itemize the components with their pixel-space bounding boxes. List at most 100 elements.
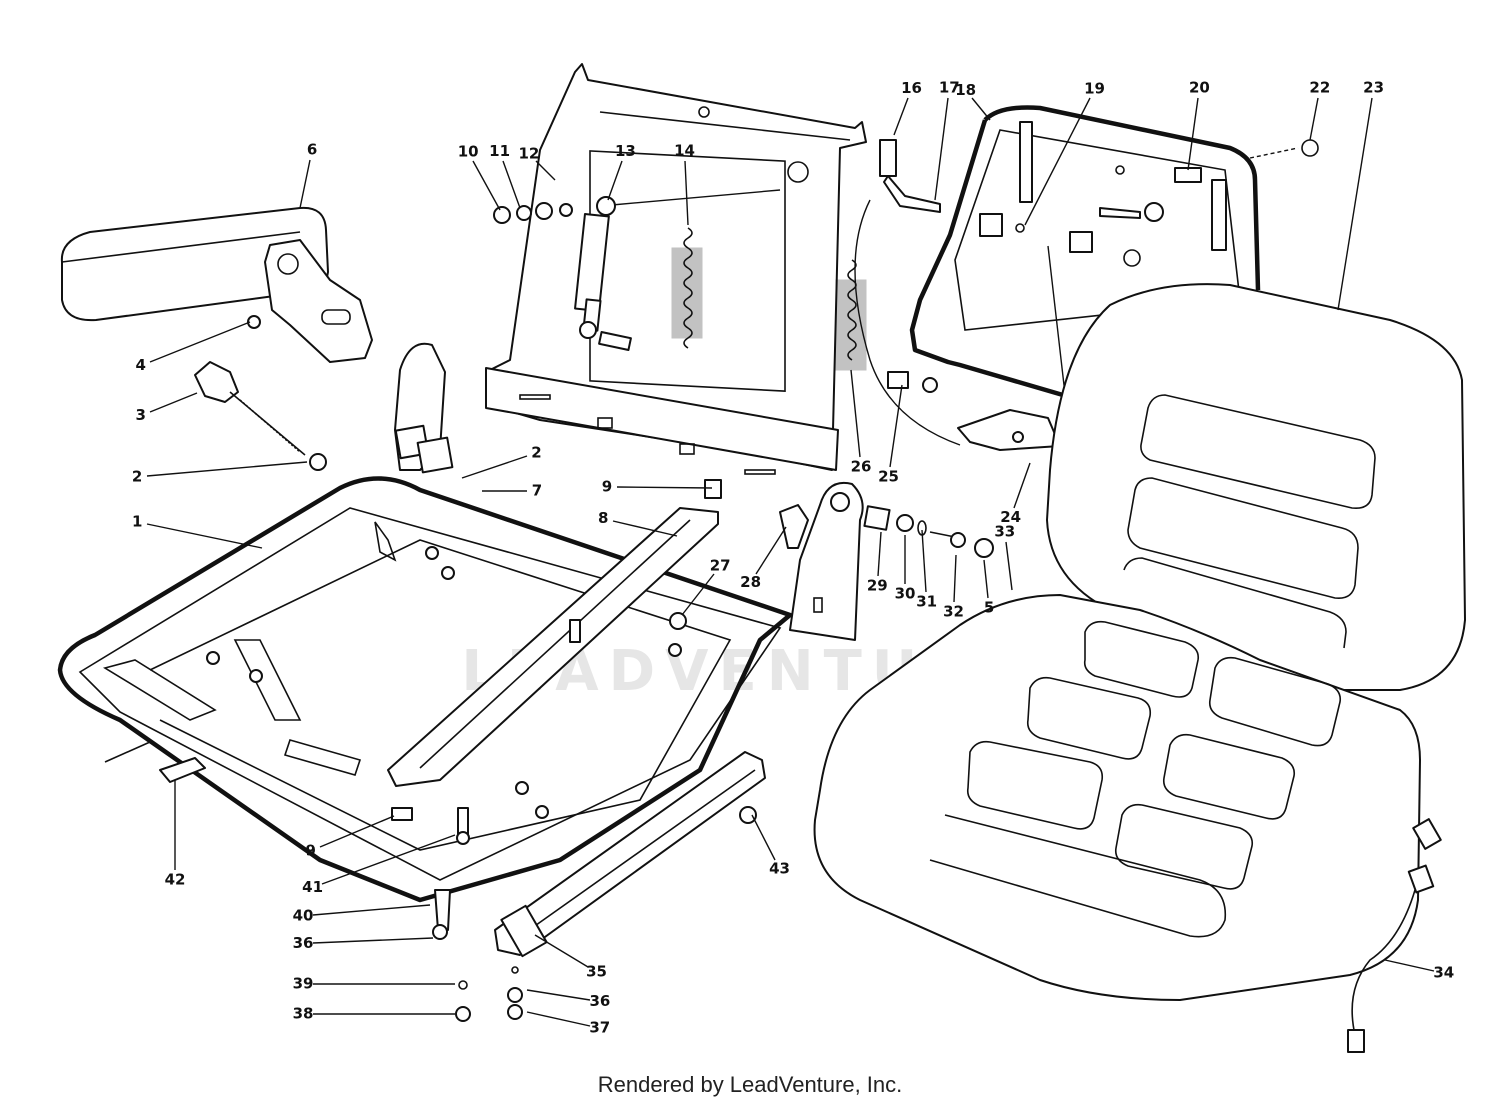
bushing-25 [887, 371, 938, 393]
callout-number-3: 3 [136, 406, 146, 424]
hardware [391, 807, 523, 1022]
callout-number-24: 24 [1000, 508, 1021, 526]
callout-number-26: 26 [851, 457, 872, 475]
callout-leader-9 [616, 486, 713, 489]
callout-number-36: 36 [589, 992, 610, 1010]
callout-leader-25 [889, 384, 903, 468]
callout-leader-41 [321, 834, 456, 885]
callout-leader-3 [149, 392, 198, 413]
callout-number-25: 25 [878, 467, 899, 485]
callout-number-35: 35 [586, 963, 607, 981]
callout-number-37: 37 [589, 1019, 610, 1037]
callout-number-13: 13 [615, 142, 636, 160]
callout-leader-2 [146, 461, 308, 477]
callout-leader-24 [1013, 462, 1031, 509]
rail-end-42 [104, 741, 206, 783]
washers-10-11-12 [493, 202, 573, 224]
callout-number-19: 19 [1084, 80, 1105, 98]
callout-leader-33 [1005, 541, 1013, 591]
lower-rail-35 [494, 751, 766, 958]
callout-number-9: 9 [306, 841, 316, 859]
callout-leader-28 [755, 526, 787, 575]
callout-leader-1 [146, 523, 263, 549]
callout-number-9: 9 [602, 477, 612, 495]
callout-number-2: 2 [531, 443, 541, 461]
pivot-hardware [863, 505, 994, 558]
callout-leader-10 [472, 160, 501, 211]
callout-leader-36 [312, 937, 434, 944]
callout-leader-18 [971, 97, 991, 121]
callout-leader-12 [535, 160, 556, 181]
callout-leader-13 [607, 160, 623, 201]
seat-hinge-bracket-right [779, 482, 864, 641]
callout-leader-6 [299, 159, 311, 209]
callout-number-39: 39 [293, 975, 314, 993]
callout-number-17: 17 [939, 79, 960, 97]
coil-spring-14 [671, 227, 703, 349]
callout-leader-22 [1309, 97, 1319, 141]
callout-leader-8 [612, 520, 678, 537]
pivot-pins [879, 139, 1319, 253]
footer-credit: Rendered by LeadVenture, Inc. [597, 1072, 903, 1097]
callout-number-33: 33 [994, 523, 1015, 541]
seat-hinge-bracket-left [394, 342, 454, 474]
seat-pan [57, 476, 793, 903]
callout-leader-29 [877, 531, 882, 577]
callout-number-29: 29 [867, 576, 888, 594]
callout-leader-34 [1384, 959, 1435, 972]
callout-number-7: 7 [532, 482, 542, 500]
callout-number-27: 27 [710, 557, 731, 575]
adjustment-knob [194, 315, 327, 471]
callout-number-43: 43 [769, 859, 790, 877]
callout-number-12: 12 [518, 144, 539, 162]
callout-number-6: 6 [307, 141, 317, 159]
callout-number-2: 2 [132, 467, 142, 485]
callout-leader-43 [751, 814, 776, 861]
callout-number-4: 4 [135, 356, 145, 374]
callout-leader-36 [526, 989, 591, 1001]
callout-number-20: 20 [1189, 79, 1210, 97]
callout-leader-35 [534, 934, 589, 968]
callout-number-41: 41 [302, 878, 323, 896]
callout-leader-27 [681, 573, 715, 616]
callout-number-8: 8 [598, 509, 608, 527]
callout-leader-14 [684, 160, 689, 226]
callout-leader-4 [149, 321, 251, 363]
callout-number-16: 16 [901, 79, 922, 97]
callout-leader-16 [893, 97, 909, 136]
callout-number-32: 32 [943, 602, 964, 620]
callout-leader-2 [461, 455, 528, 479]
callout-number-34: 34 [1433, 964, 1454, 982]
callout-leader-5 [983, 559, 989, 599]
callout-number-22: 22 [1309, 79, 1330, 97]
callout-leader-31 [921, 529, 927, 593]
wire-harness [1347, 818, 1442, 1053]
seat-cushion [813, 283, 1466, 1001]
callout-number-40: 40 [293, 906, 314, 924]
callout-number-38: 38 [293, 1005, 314, 1023]
callout-leader-9 [319, 815, 395, 848]
callout-number-23: 23 [1363, 79, 1384, 97]
callout-number-14: 14 [674, 142, 695, 160]
callout-leader-17 [934, 97, 949, 201]
callout-number-30: 30 [895, 585, 916, 603]
callout-leader-32 [953, 554, 957, 603]
coil-spring-26 [835, 259, 867, 371]
callout-number-31: 31 [916, 592, 937, 610]
bracket-24 [957, 245, 1069, 451]
callout-number-42: 42 [165, 871, 186, 889]
callout-leader-20 [1187, 97, 1199, 171]
callout-number-5: 5 [984, 598, 994, 616]
callout-number-36: 36 [293, 934, 314, 952]
gas-spring [574, 189, 781, 351]
callout-number-11: 11 [489, 142, 510, 160]
callout-leader-37 [526, 1011, 591, 1027]
callout-number-28: 28 [740, 573, 761, 591]
callout-number-10: 10 [458, 143, 479, 161]
armrest [60, 206, 373, 363]
callout-leader-26 [850, 369, 861, 458]
callout-number-1: 1 [132, 512, 142, 530]
callout-leader-19 [1024, 97, 1091, 226]
